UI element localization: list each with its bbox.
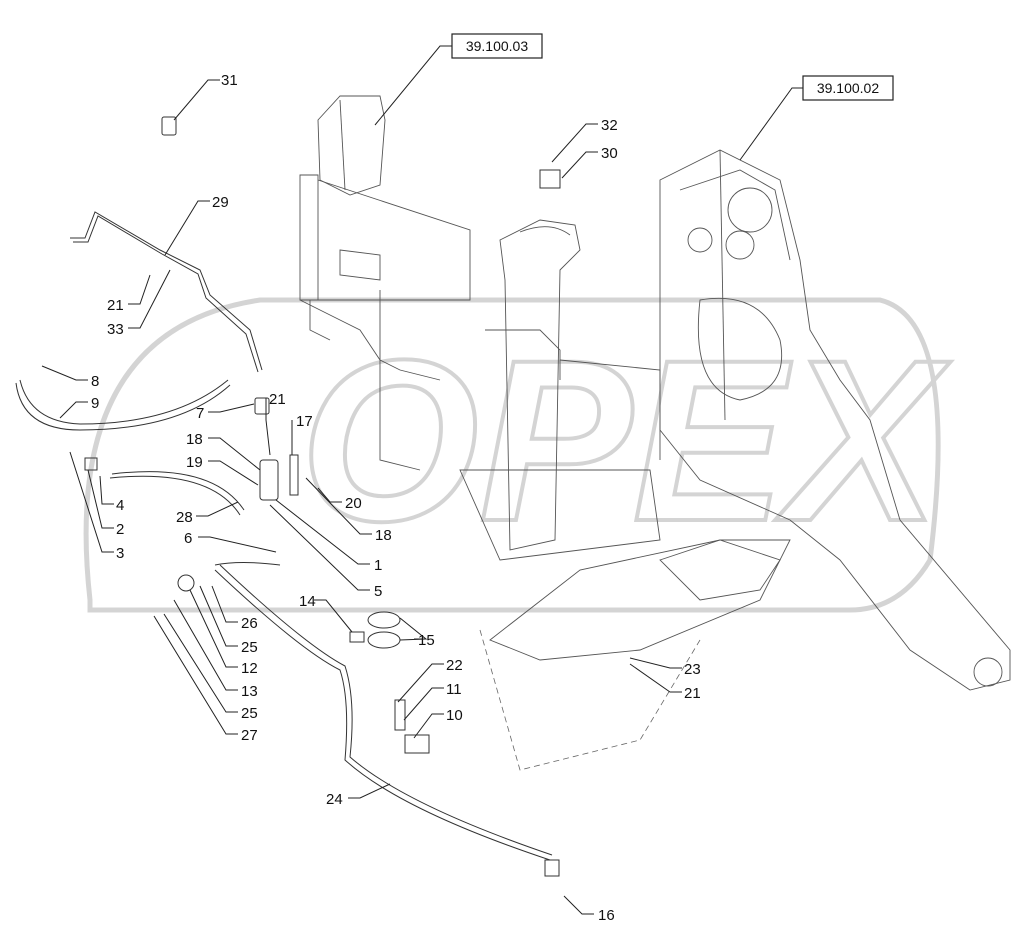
fitting-12 [177, 574, 195, 592]
hose-6 [214, 562, 281, 566]
callout-28: 28 [176, 509, 193, 526]
callout-12: 12 [241, 660, 258, 677]
callout-7: 7 [196, 405, 204, 422]
clip-14 [349, 631, 365, 643]
frame-right-boom [659, 149, 1011, 691]
callout-17: 17 [296, 413, 313, 430]
reference-label: 39.100.02 [817, 80, 879, 96]
callout-29: 29 [212, 194, 229, 211]
callout-32: 32 [601, 117, 618, 134]
callout-2: 2 [116, 521, 124, 538]
callout-11: 11 [446, 681, 462, 698]
reference-box [451, 33, 543, 59]
callout-19: 19 [186, 454, 203, 471]
callout-8: 8 [91, 373, 99, 390]
frame-left-upright [299, 95, 471, 471]
callout-33: 33 [107, 321, 124, 338]
reference-label: 39.100.03 [466, 38, 528, 54]
callout-18: 18 [375, 527, 392, 544]
callout-14: 14 [299, 593, 316, 610]
leader-lines [41, 79, 682, 915]
valve-31 [161, 116, 177, 136]
block-1 [259, 459, 279, 501]
callout-27: 27 [241, 727, 258, 744]
bracket-17 [289, 454, 299, 496]
fitting-7 [254, 397, 270, 415]
callout-23: 23 [684, 661, 701, 678]
bracket-11 [394, 699, 406, 731]
callout-20: 20 [345, 495, 362, 512]
callout-25: 25 [241, 705, 258, 722]
hose-9 [15, 382, 231, 431]
callout-18: 18 [186, 431, 203, 448]
hydraulic-lines [15, 211, 553, 861]
callout-24: 24 [326, 791, 343, 808]
hose-28 [109, 475, 241, 516]
reference-39-100-03[interactable]: 39.100.03 [374, 33, 543, 126]
fitting-30 [539, 169, 561, 189]
bracket-10 [404, 734, 430, 754]
callout-26: 26 [241, 615, 258, 632]
callout-4: 4 [116, 497, 124, 514]
callout-3: 3 [116, 545, 124, 562]
callout-31: 31 [221, 72, 238, 89]
callout-22: 22 [446, 657, 463, 674]
callout-25: 25 [241, 639, 258, 656]
callout-30: 30 [601, 145, 618, 162]
callout-5: 5 [374, 583, 382, 600]
callout-15: 15 [418, 632, 435, 649]
fitting-16 [544, 859, 560, 877]
components [84, 116, 561, 877]
callout-13: 13 [241, 683, 258, 700]
watermark-text: OPEX [300, 312, 951, 569]
tube-29 [70, 211, 263, 371]
callout-21: 21 [684, 685, 701, 702]
callout-10: 10 [446, 707, 463, 724]
frame-lower-plate [479, 539, 791, 771]
callout-1: 1 [374, 557, 382, 574]
callout-21: 21 [107, 297, 124, 314]
callout-9: 9 [91, 395, 99, 412]
clamp-15 [367, 611, 401, 629]
callout-21: 21 [269, 391, 286, 408]
fitting-2 [84, 457, 98, 471]
callout-16: 16 [598, 907, 615, 924]
watermark: OPEX [83, 297, 953, 613]
callout-labels: 31 32 30 29 21 33 8 9 7 21 17 18 19 4 2 … [91, 72, 701, 924]
callout-6: 6 [184, 530, 192, 547]
tube-24 [214, 569, 551, 861]
reference-39-100-02[interactable]: 39.100.02 [739, 75, 894, 161]
